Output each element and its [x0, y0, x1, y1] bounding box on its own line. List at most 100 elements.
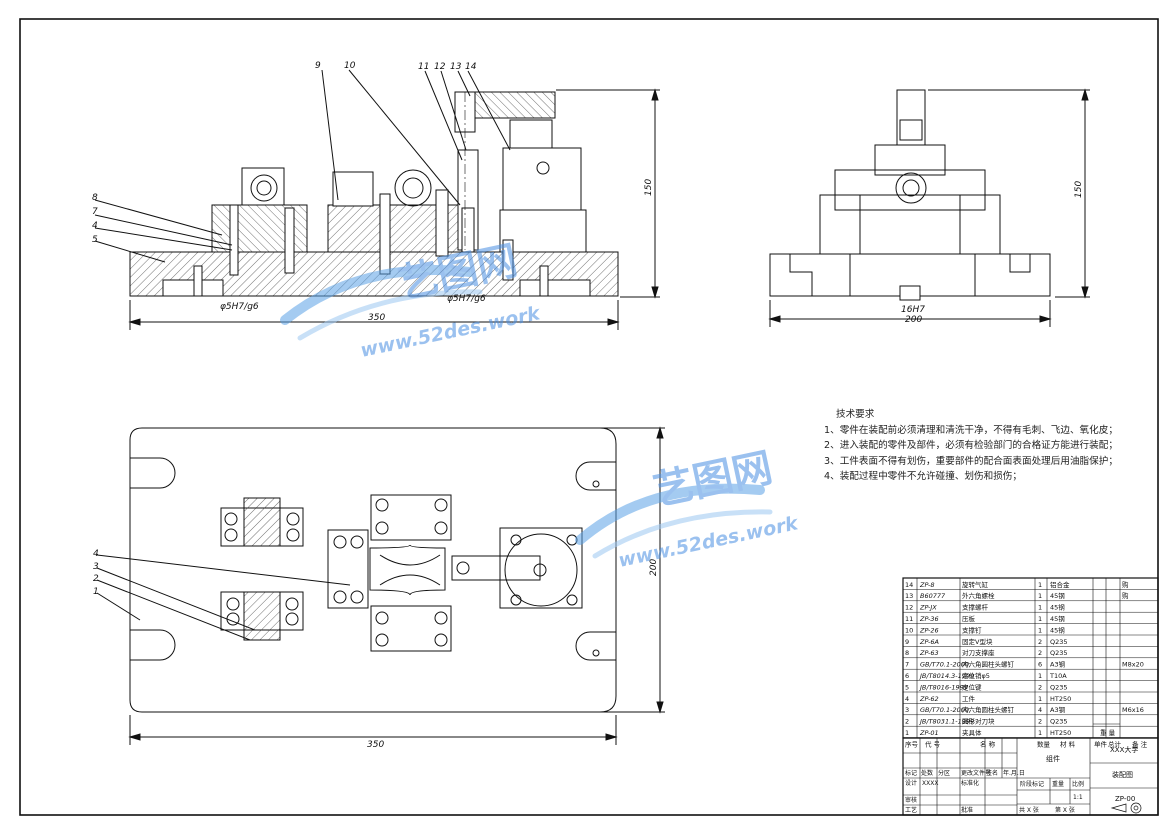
callout-top-1: 1	[93, 587, 99, 597]
bom-cell-no: 1	[905, 729, 909, 737]
bom-cell-name: 固定V型块	[962, 637, 993, 646]
bom-cell-code: ZP-36	[919, 615, 939, 623]
tb-drawing-no: ZP-00	[1115, 795, 1135, 803]
bom-header-note: 备 注	[1132, 740, 1148, 749]
bom-cell-qty: 2	[1038, 718, 1042, 726]
bom-cell-qty: 1	[1038, 615, 1042, 623]
bom-cell-qty: 4	[1038, 706, 1042, 714]
callout-10: 10	[344, 61, 356, 71]
tb-sheet-no: 第 X 张	[1055, 806, 1075, 814]
bom-cell-code: JB/T8031.1-1999	[918, 718, 974, 726]
tech-req-item: 2、进入装配的零件及部件，必须有检验部门的合格证方能进行装配；	[824, 440, 1118, 451]
side-width-dim: 200	[905, 315, 922, 325]
bom-cell-code: JB/T8016-1999	[918, 683, 968, 691]
tech-req-item: 4、装配过程中零件不允许碰撞、划伤和损伤；	[824, 471, 1022, 482]
bom-cell-name: 支撑螺杆	[962, 603, 989, 612]
technical-requirements: 技术要求 1、零件在装配前必须清理和清洗干净，不得有毛刺、飞边、氧化皮； 2、进…	[824, 407, 1144, 485]
fit-left: φ5H7/g6	[220, 302, 259, 312]
tb-designer: XXXX	[922, 780, 938, 787]
bom-header-name: 名 称	[980, 740, 996, 749]
title-block-text: 组件 XXX大学 装配图 ZP-00 标记 处数 分区 更改文件号 签名 年.月…	[905, 745, 1138, 814]
bom-header-material: 材 料	[1060, 740, 1076, 749]
bom-cell-no: 8	[905, 649, 909, 657]
watermark-url-2: www.52des.work	[616, 512, 801, 572]
callout-11: 11	[418, 62, 429, 72]
side-view-labels: 16H7 200 150	[901, 181, 1084, 325]
bom-cell-name: 定位销φ5	[962, 671, 990, 680]
front-width-dim: 350	[368, 313, 385, 323]
watermark-brand-2: 艺图网	[650, 445, 777, 515]
bom-cell-material: T10A	[1049, 672, 1067, 680]
tb-craft: 工艺	[905, 806, 917, 814]
tb-drawing-name: 装配图	[1112, 770, 1133, 779]
tb-standard: 标准化	[961, 779, 979, 787]
bom-header-total: 总计	[1108, 740, 1122, 749]
bom-cell-no: 14	[905, 581, 913, 589]
callout-12: 12	[434, 62, 446, 72]
bom-cell-no: 13	[905, 592, 913, 600]
top-view-labels: 4 3 2 1 350 200	[93, 549, 659, 750]
callout-5: 5	[92, 235, 98, 245]
callout-8: 8	[92, 193, 98, 203]
fit-right: φ5H7/g6	[447, 294, 486, 304]
bom-cell-no: 2	[905, 718, 909, 726]
tb-change: 更改文件号	[961, 769, 991, 777]
tb-sheets-total: 共 X 张	[1019, 806, 1039, 814]
bom-cell-material: Q235	[1050, 683, 1068, 691]
tb-approve: 批准	[961, 806, 973, 814]
callout-top-3: 3	[93, 562, 99, 572]
bom-cell-name: 工件	[962, 694, 976, 703]
bom-cell-code: ZP-63	[919, 649, 939, 657]
bom-cell-qty: 1	[1038, 581, 1042, 589]
front-view	[94, 69, 660, 330]
tb-weight: 重量	[1052, 780, 1064, 788]
bom-cell-code: B60777	[920, 592, 946, 600]
bom-cell-material: 45钢	[1050, 592, 1065, 600]
bom-cell-code: ZP-01	[919, 729, 939, 737]
bom-cell-code: ZP-8	[919, 581, 935, 589]
watermark-2: 艺图网 www.52des.work	[575, 445, 801, 572]
callout-13: 13	[450, 62, 462, 72]
bom-cell-name: 定位键	[962, 682, 982, 691]
bom-cell-no: 11	[905, 615, 913, 623]
tb-designer-label: 设计	[905, 779, 917, 787]
top-width-dim: 350	[367, 740, 384, 750]
bom-cell-no: 7	[905, 661, 909, 669]
bom-cell-no: 4	[905, 695, 909, 703]
bom-cell-material: 铝合金	[1050, 580, 1070, 589]
bom-cell-qty: 1	[1038, 604, 1042, 612]
tb-scale-label: 比例	[1072, 780, 1084, 788]
callout-top-2: 2	[93, 574, 99, 584]
side-view	[768, 88, 1090, 327]
bom-cell-name: 旋转气缸	[962, 580, 989, 589]
callout-4: 4	[92, 221, 98, 231]
front-view-labels: 9 10 11 12 13 14 8 7 4 5 φ5H7/g6 φ5H7/g6…	[92, 61, 654, 323]
tech-req-item: 1、零件在装配前必须清理和清洗干净，不得有毛刺、飞边、氧化皮；	[824, 424, 1118, 436]
bom-cell-qty: 1	[1038, 592, 1042, 600]
tb-university: XXX大学	[1110, 745, 1138, 754]
bom-cell-code: GB/T70.1-2000	[920, 706, 969, 714]
tb-zone: 分区	[938, 769, 950, 777]
bom-cell-name: 圆形对刀块	[962, 717, 995, 726]
projection-symbol-icon	[1110, 802, 1142, 814]
bom-cell-code: ZP-6A	[919, 638, 939, 646]
bom-header-qty: 数量	[1037, 740, 1051, 749]
top-workpiece	[369, 544, 446, 596]
bom-cell-name: 对刀支撑座	[962, 648, 995, 657]
bom-cell-material: Q235	[1050, 649, 1068, 657]
bom-cell-name: 内六角圆柱头螺钉	[962, 705, 1015, 714]
tb-review: 审核	[905, 796, 917, 804]
bom-cell-qty: 1	[1038, 695, 1042, 703]
bom-cell-qty: 1	[1038, 626, 1042, 634]
bom-cell-no: 5	[905, 683, 909, 691]
tb-scale: 1:1	[1073, 794, 1083, 801]
tb-count: 处数	[921, 769, 933, 777]
top-height-dim: 200	[649, 559, 659, 576]
tb-date: 年.月.日	[1003, 769, 1025, 777]
bom-cell-note: M6x16	[1122, 706, 1144, 714]
bom-cell-code: GB/T70.1-2000	[920, 661, 969, 669]
bom-cell-material: 45钢	[1050, 626, 1065, 634]
bom-cell-material: HT250	[1050, 695, 1071, 703]
